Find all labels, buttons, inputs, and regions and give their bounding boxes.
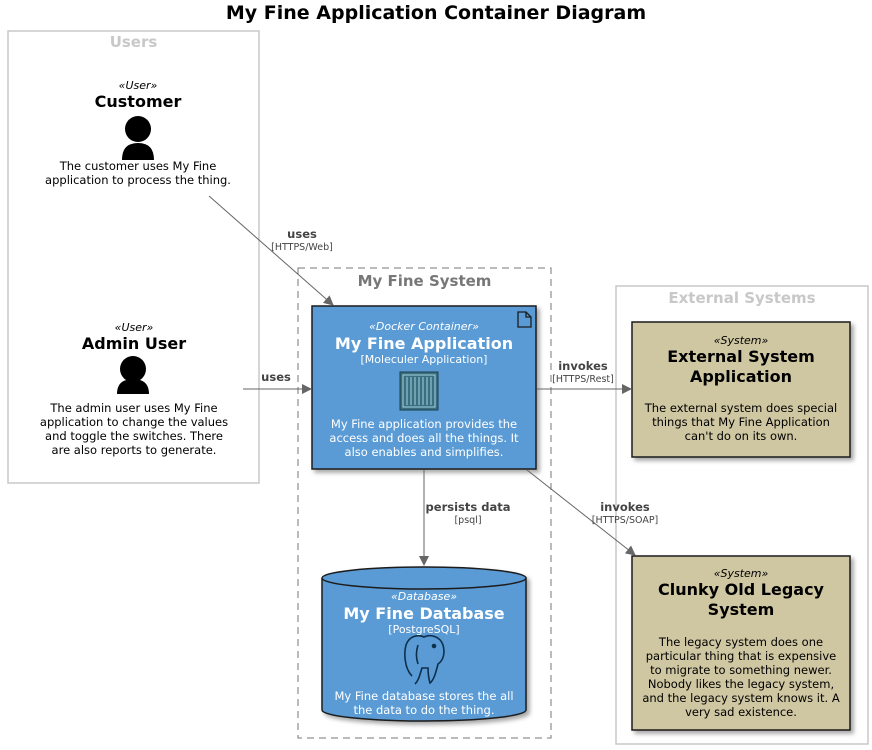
- person-icon: [117, 356, 149, 394]
- app-stereotype: «Docker Container»: [369, 320, 479, 333]
- edge-label-invokes-soap: invokes [HTTPS/SOAP]: [587, 501, 663, 527]
- customer-description: The customer uses My Fine application to…: [45, 159, 231, 187]
- edge-label-technology: [HTTPS/Rest]: [552, 374, 614, 385]
- arrow-app-invokes-legacy: [526, 469, 636, 556]
- external-boundary: [615, 285, 869, 745]
- edge-label-text: invokes: [600, 500, 650, 514]
- db-cylinder[interactable]: [321, 566, 527, 722]
- edge-label-text: invokes: [558, 359, 608, 373]
- postgresql-elephant-icon: [404, 634, 445, 685]
- edge-label-admin-uses: uses: [252, 371, 300, 384]
- db-technology: [PostgreSQL]: [388, 623, 460, 636]
- external-description: The external system does special things …: [644, 401, 838, 443]
- admin-stereotype: «User»: [114, 321, 154, 334]
- edge-label-text: uses: [261, 370, 291, 384]
- users-boundary-title: Users: [109, 33, 158, 51]
- edge-label-text: uses: [287, 227, 317, 241]
- customer-stereotype: «User»: [118, 79, 158, 92]
- users-boundary: [7, 30, 260, 484]
- app-name: My Fine Application: [334, 334, 514, 353]
- legacy-stereotype: «System»: [713, 567, 769, 580]
- db-stereotype: «Database»: [390, 590, 458, 603]
- edge-label-invokes-rest: invokes [HTTPS/Rest]: [547, 360, 619, 386]
- arrow-customer-uses-app: [208, 195, 334, 306]
- external-stereotype: «System»: [713, 334, 769, 347]
- edge-label-technology: [psql]: [454, 515, 482, 526]
- external-boundary-title: External Systems: [668, 289, 816, 307]
- external-system-box[interactable]: [631, 321, 851, 458]
- edge-label-persists: persists data [psql]: [420, 501, 516, 527]
- admin-name: Admin User: [81, 334, 187, 353]
- external-name: External System Application: [667, 347, 815, 386]
- customer-name: Customer: [94, 92, 182, 111]
- system-boundary-title: My Fine System: [357, 272, 492, 290]
- person-icon: [122, 116, 154, 160]
- app-description: My Fine application provides the access …: [329, 417, 519, 459]
- system-boundary: [297, 267, 552, 739]
- app-technology: [Moleculer Application]: [360, 353, 488, 366]
- edge-label-technology: [HTTPS/Web]: [271, 242, 333, 253]
- admin-description: The admin user uses My Fine application …: [39, 401, 229, 457]
- legacy-name: Clunky Old Legacy System: [658, 580, 824, 619]
- edge-label-technology: [HTTPS/SOAP]: [591, 515, 659, 526]
- legacy-system-box[interactable]: [631, 555, 851, 731]
- edge-label-text: persists data: [425, 500, 511, 514]
- db-name: My Fine Database: [343, 604, 505, 623]
- document-icon: [517, 311, 532, 328]
- docker-container-icon: [399, 371, 439, 411]
- diagram-title: My Fine Application Container Diagram: [225, 2, 647, 24]
- edge-label-customer-uses: uses [HTTPS/Web]: [262, 228, 342, 254]
- legacy-description: The legacy system does one particular th…: [642, 635, 840, 719]
- db-description: My Fine database stores the all the data…: [334, 689, 514, 717]
